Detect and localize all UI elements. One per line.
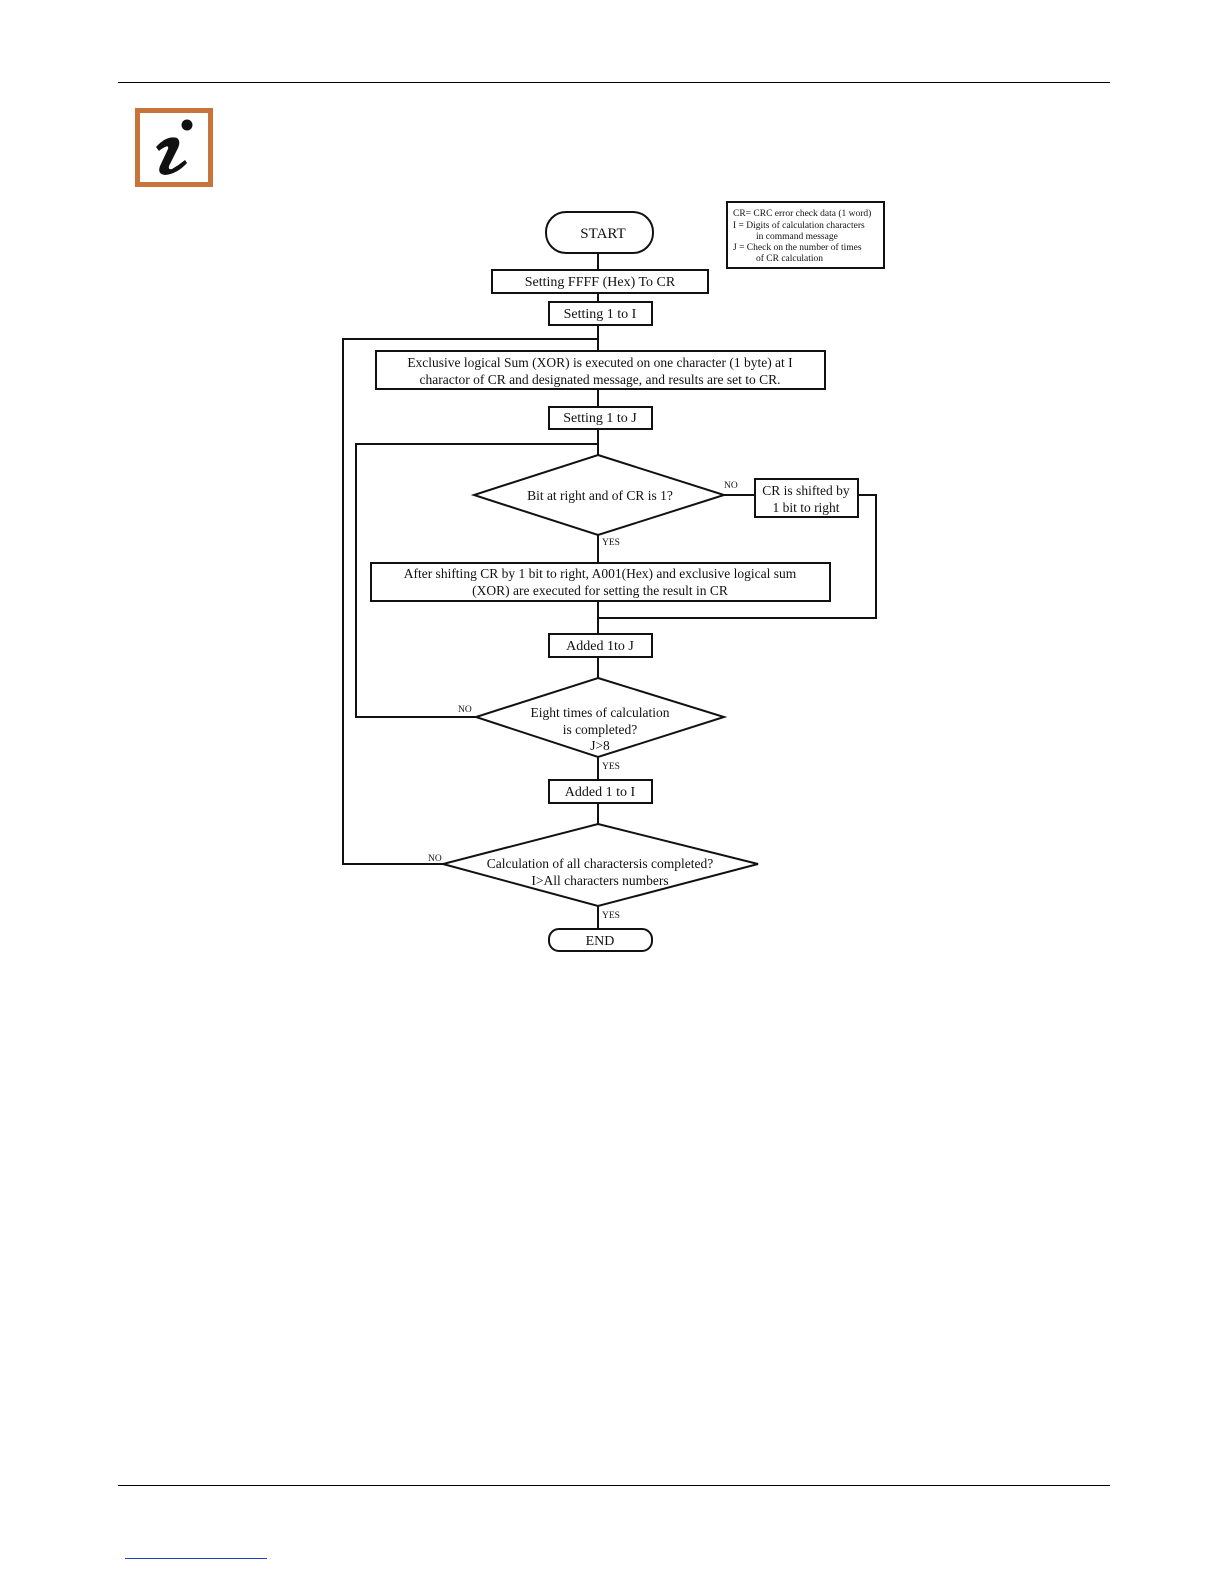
legend-line-4: J = Check on the number of times — [733, 242, 862, 253]
all-chars-no-label: NO — [428, 854, 442, 864]
add-i-box — [548, 779, 653, 804]
eight-times-yes-label: YES — [602, 762, 620, 772]
xor-label-line2: charactor of CR and designated message, … — [419, 372, 780, 387]
start-terminal — [545, 211, 654, 254]
add-i-label: Added 1 to I — [565, 785, 636, 800]
end-label: END — [586, 934, 615, 949]
legend-box — [726, 201, 885, 269]
bit-check-label: Bit at right and of CR is 1? — [527, 488, 673, 503]
eight-times-no-label: NO — [458, 705, 472, 715]
after-shift-box — [370, 562, 831, 602]
set-j-label: Setting 1 to J — [563, 411, 637, 426]
shift-label-line1: CR is shifted by — [762, 483, 850, 498]
set-j-box — [548, 406, 653, 430]
set-ffff-label: Setting FFFF (Hex) To CR — [525, 275, 676, 290]
footer-link-underline[interactable] — [125, 1558, 267, 1559]
set-i-box — [548, 301, 653, 326]
shift-cr-box — [754, 478, 859, 518]
all-chars-yes-label: YES — [602, 911, 620, 921]
shift-label-line2: 1 bit to right — [772, 500, 839, 515]
bit-check-yes-label: YES — [602, 538, 620, 548]
eight-times-label-line2: is completed? — [563, 722, 638, 737]
crc-flowchart: START Setting FFFF (Hex) To CR Setting 1… — [342, 201, 885, 952]
legend-line-2: I = Digits of calculation characters — [733, 220, 865, 231]
all-chars-label-line2: I>All characters numbers — [531, 873, 668, 888]
bit-check-no-label: NO — [724, 481, 738, 491]
footer-rule — [118, 1485, 1110, 1486]
eight-times-decision — [472, 676, 728, 759]
all-chars-label-line1: Calculation of all charactersis complete… — [487, 856, 713, 871]
all-chars-decision — [439, 822, 759, 908]
after-shift-label-line2: (XOR) are executed for setting the resul… — [472, 583, 728, 598]
legend-line-3: in command message — [756, 232, 838, 242]
bit-check-decision — [470, 453, 728, 537]
end-terminal — [548, 928, 653, 952]
set-i-label: Setting 1 to I — [564, 307, 637, 322]
xor-process-box — [375, 350, 826, 390]
set-ffff-box — [491, 269, 709, 294]
start-label: START — [580, 226, 625, 242]
header-rule — [118, 82, 1110, 83]
info-icon — [135, 108, 213, 187]
xor-label-line1: Exclusive logical Sum (XOR) is executed … — [407, 355, 793, 370]
after-shift-label-line1: After shifting CR by 1 bit to right, A00… — [404, 566, 797, 581]
add-j-box — [548, 633, 653, 658]
legend-line-5: of CR calculation — [756, 253, 823, 264]
legend-line-1: CR= CRC error check data (1 word) — [733, 208, 871, 219]
add-j-label: Added 1to J — [566, 639, 634, 654]
eight-times-label-line1: Eight times of calculation — [530, 705, 669, 720]
eight-times-label-line3: J>8 — [590, 738, 610, 753]
